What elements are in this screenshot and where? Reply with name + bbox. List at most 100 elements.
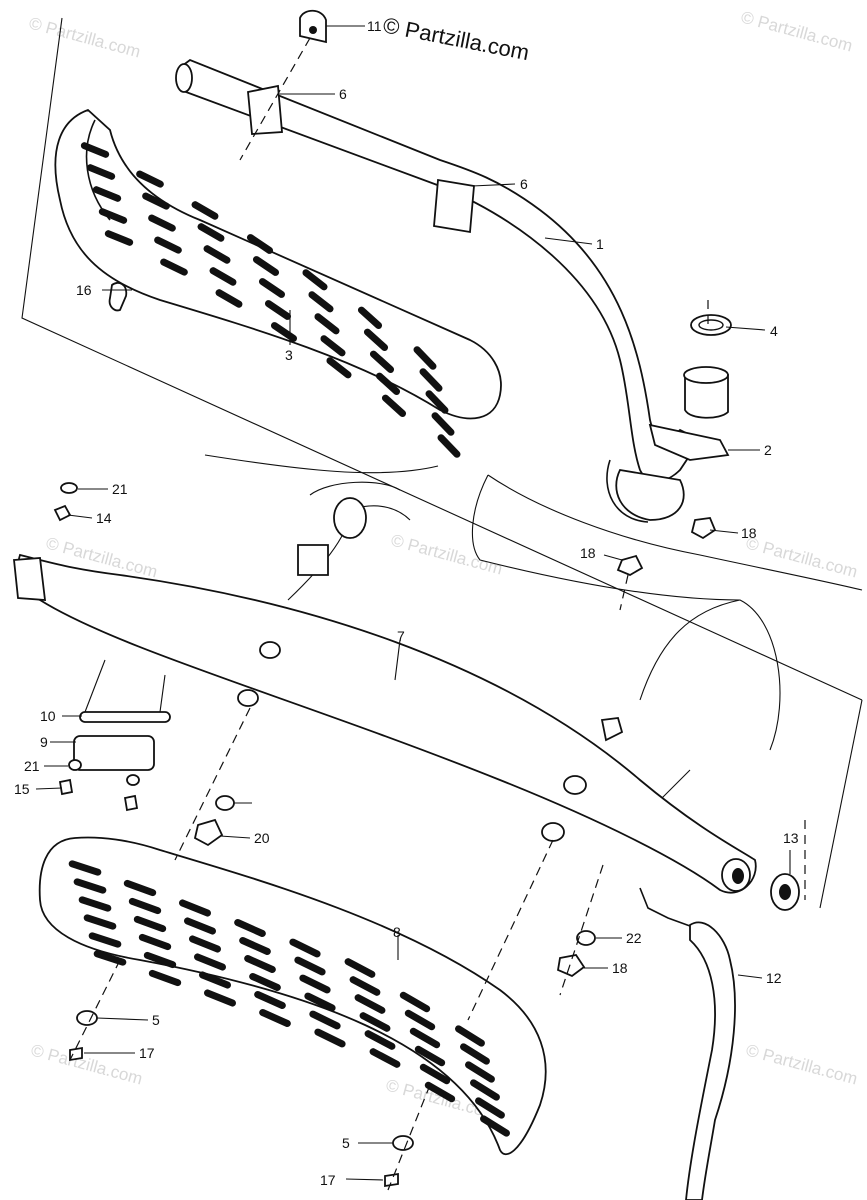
vent-slot [191, 201, 219, 220]
vent-slot [264, 300, 292, 320]
lower-heat-guard [38, 836, 547, 1156]
vent-slot [148, 214, 176, 232]
vent-slot [375, 372, 401, 395]
vent-slot [203, 989, 237, 1007]
callout-4: 4 [770, 323, 778, 339]
leader-lines [35, 25, 791, 1181]
vent-slot [73, 878, 107, 894]
callout-5: 5 [342, 1135, 350, 1151]
vent-slot [93, 950, 127, 966]
frame-outline [21, 17, 863, 909]
vent-slot [183, 917, 217, 935]
callout-21: 21 [24, 758, 40, 774]
vent-slot [188, 935, 222, 953]
vent-slot [209, 267, 237, 286]
callout-8: 8 [393, 924, 401, 940]
vent-slot [258, 278, 286, 298]
assembly-lines [69, 37, 806, 1191]
callout-5: 5 [152, 1012, 160, 1028]
vent-slot [419, 1063, 451, 1085]
vent-slot [309, 1010, 341, 1030]
vent-slot [246, 234, 274, 254]
vent-slot [83, 914, 117, 930]
exhaust-pipe [175, 58, 702, 523]
vent-slot [419, 368, 443, 392]
vent-slot [399, 991, 431, 1013]
callout-12: 12 [766, 970, 782, 986]
callout-19: 20 [254, 830, 270, 846]
watermark-text: © Partzilla.com [739, 8, 855, 56]
vent-slot [364, 1030, 396, 1050]
pipe-clip [299, 9, 327, 44]
drain-hose [639, 887, 736, 1200]
vent-slot [128, 897, 162, 915]
vent-slot [425, 390, 449, 414]
vent-slot [193, 953, 227, 971]
vent-slot [437, 434, 461, 458]
vent-slot [381, 394, 407, 417]
callout-18: 18 [612, 960, 628, 976]
vent-slot [302, 269, 328, 291]
vent-slot [354, 994, 386, 1014]
callout-17: 17 [139, 1045, 155, 1061]
vent-slot [215, 289, 243, 308]
muffler-mount-bosses [237, 641, 587, 842]
vent-slot [92, 186, 122, 202]
vent-slot [198, 971, 232, 989]
vent-slot [289, 938, 321, 958]
callout-labels: 11 6 6 1 4 2 16 3 18 18 21 14 7 10 9 21 … [14, 18, 799, 1188]
muffler [13, 553, 757, 894]
vent-slot [349, 976, 381, 996]
vent-slot [160, 258, 188, 276]
upper-heat-guard-slots [80, 142, 461, 458]
vent-slot [369, 1048, 401, 1068]
vent-slot [308, 291, 334, 313]
vent-slot [480, 1115, 510, 1137]
frame-silhouette [204, 454, 863, 811]
vent-slot [455, 1025, 485, 1047]
callout-18: 18 [741, 525, 757, 541]
vent-slot [178, 899, 212, 917]
vent-slot [409, 1027, 441, 1049]
vent-slot [80, 142, 110, 158]
small-hardware [53, 282, 800, 1188]
vent-slot [304, 992, 336, 1012]
vent-slot [326, 357, 352, 379]
vent-slot [404, 1009, 436, 1031]
callout-6: 6 [520, 176, 528, 192]
callout-2: 2 [764, 442, 772, 458]
upper-heat-guard [54, 108, 502, 420]
gasket-and-flange [648, 314, 732, 461]
callout-16: 16 [76, 282, 92, 298]
vent-slot [314, 313, 340, 335]
callout-9: 9 [40, 734, 48, 750]
callout-13: 13 [783, 830, 799, 846]
callout-7: 7 [397, 628, 405, 644]
vent-slot [136, 170, 164, 188]
callout-21: 22 [626, 930, 642, 946]
vent-slot [244, 955, 276, 973]
vent-slot [413, 346, 437, 370]
watermark-text: © Partzilla.com [29, 1041, 145, 1089]
vent-slot [88, 932, 122, 948]
vent-slot [431, 412, 455, 436]
vent-slot [314, 1028, 346, 1048]
vent-slot [359, 1012, 391, 1032]
vent-slot [142, 192, 170, 210]
vent-slot [68, 860, 102, 876]
vent-slot [254, 991, 286, 1009]
vent-slot [299, 974, 331, 994]
vent-slot [197, 223, 225, 242]
vent-slot [259, 1009, 291, 1027]
copyright-text: © Partzilla.com [381, 12, 531, 65]
callout-20: 21 [112, 481, 128, 497]
callout-18: 18 [580, 545, 596, 561]
callout-10: 10 [40, 708, 56, 724]
vent-slot [424, 1081, 456, 1103]
vent-slot [123, 879, 157, 897]
vent-slot [460, 1043, 490, 1065]
vent-slot [414, 1045, 446, 1067]
watermark-text: © Partzilla.com [389, 531, 505, 579]
vent-slot [133, 915, 167, 933]
